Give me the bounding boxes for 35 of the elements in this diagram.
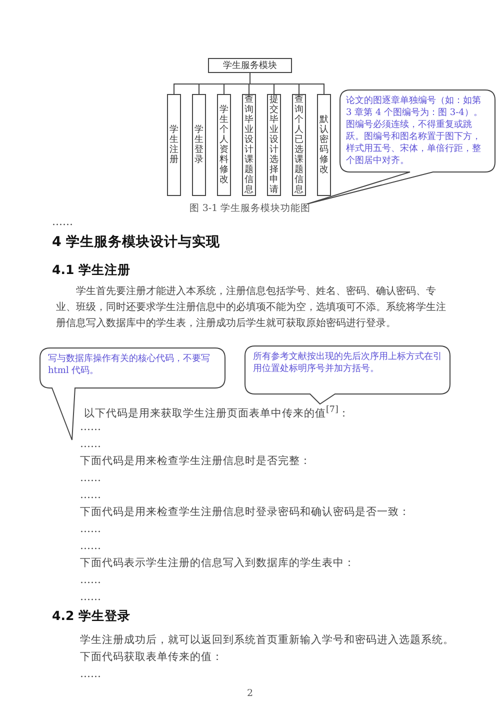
page-number: 2 [246,687,254,701]
function-box: 学生个人资料修改 [217,94,231,196]
ellipsis-text: …… [80,573,102,588]
body-text: 下面代码是用来检查学生注册信息时登录密码和确认密码是否一致： [80,505,411,520]
figure-caption: 图 3-1 学生服务模块功能图 [188,202,312,216]
body-text: 学生注册成功后，就可以返回到系统首页重新输入学号和密码进入选题系统。 [80,633,455,648]
callout-text: 写与数据库操作有关的核心代码，不要写 html 代码。 [48,353,211,377]
ellipsis-text: …… [80,471,102,486]
section-heading: 4 学生服务模块设计与实现 [52,234,222,250]
function-box: 提交毕业设计选择申请 [267,94,281,196]
callout-text: 论文的图逐章单独编号（如：如第 3 章第 4 个图编号为：图 3-4）。图编号必须连续，不得重复或跳跃。图编号和图名称置于图下方，样式用五号、宋体，单倍行距，整个图居中对齐。 [346,95,484,167]
function-box: 默认密码修改 [317,94,331,196]
ellipsis-text: …… [80,667,102,682]
ellipsis-text: …… [80,522,102,537]
speech-bubble [245,346,450,404]
ellipsis-text: …… [80,437,102,452]
function-box: 学生注册 [167,94,181,196]
body-text: 下面代码是用来检查学生注册信息时是否完整： [80,454,312,469]
ellipsis-text: …… [80,539,102,554]
function-box: 学生登录 [192,94,206,196]
ellipsis-text: …… [80,420,102,435]
ellipsis-text: …… [80,590,102,605]
module-box: 学生服务模块 [208,58,292,73]
ellipsis-text: …… [80,488,102,503]
function-box: 查询个人已选课题信息 [292,94,306,196]
body-text: 以下代码是用来获取学生注册页面表单中传来的值$^{[7]}$： [84,404,350,422]
body-text: 下面代码表示学生注册的信息写入到数据库的学生表中： [80,556,356,571]
ellipsis-text: …… [52,215,74,230]
callout-text: 所有参考文献按出现的先后次序用上标方式在引用位置处标明序号并加方括号。 [253,351,442,375]
body-text: 下面代码获取表单传来的值： [80,650,224,665]
body-paragraph: 学生首先要注册才能进入本系统，注册信息包括学号、姓名、密码、确认密码、专业、班级，同时还要求学生注册信息中的必填项不能为空，选填项可不添。系统将学生注册信息写入数据库中的学生表，注册成功后学生就可获取原始密码进行登录。 [56,284,447,331]
subsection-heading: 4.1 学生注册 [52,262,132,278]
subsection-heading: 4.2 学生登录 [52,608,132,624]
connector-line [250,72,324,94]
function-box: 查询毕业设计课题信息 [242,94,256,196]
